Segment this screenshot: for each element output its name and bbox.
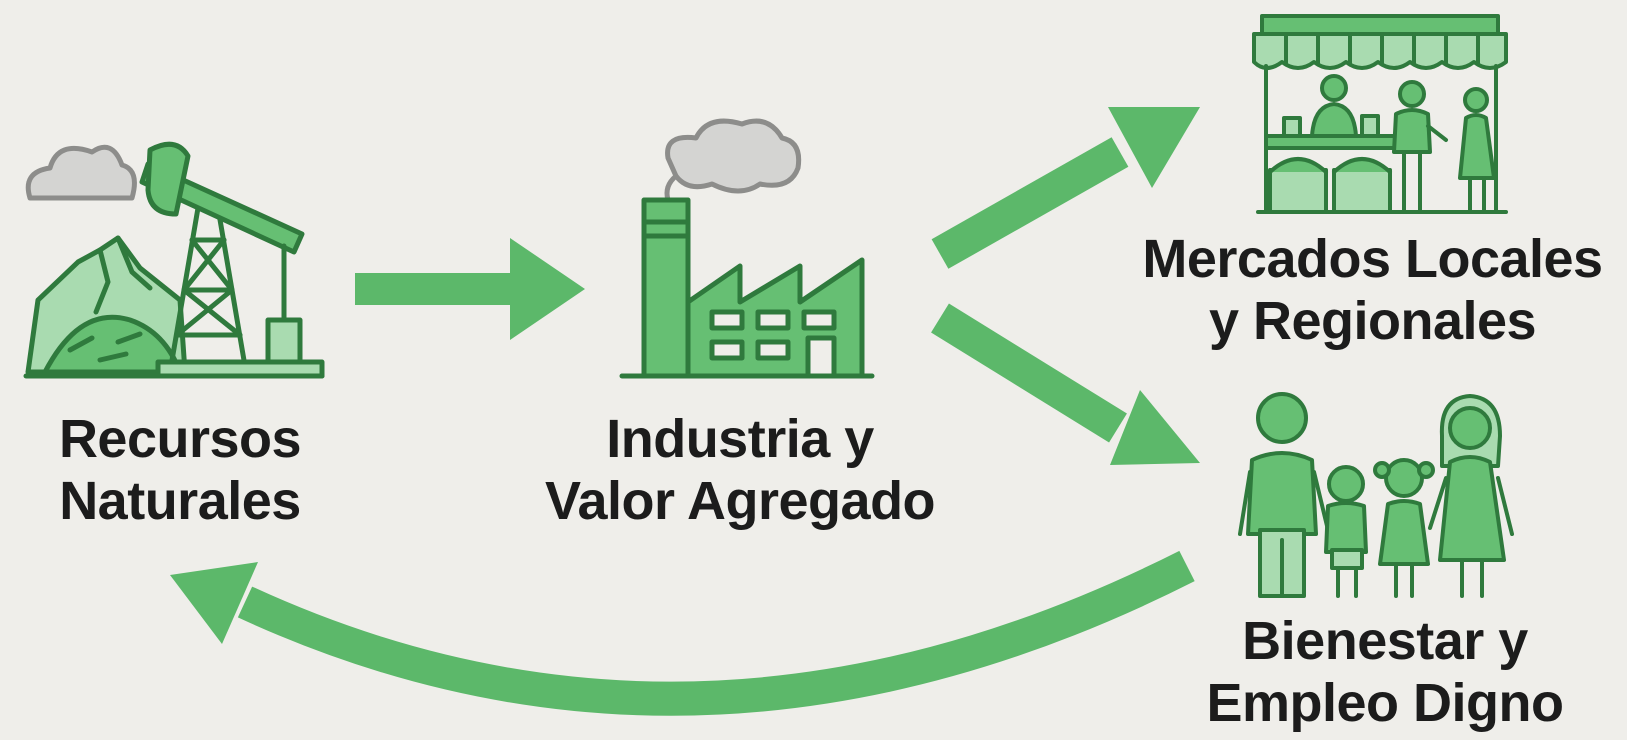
node-label-line: Bienestar y (1242, 611, 1528, 671)
node-label-recursos-naturales: Recursos Naturales (20, 408, 340, 532)
node-label-line: Empleo Digno (1206, 673, 1565, 733)
node-label-line: Recursos (58, 409, 302, 469)
edge-recursos-to-industria (355, 238, 585, 340)
edge-industria-to-mercados (931, 107, 1200, 269)
factory-icon (619, 118, 875, 379)
node-label-industria-valor-agregado: Industria y Valor Agregado (520, 408, 960, 532)
node-label-line: Industria y (606, 409, 874, 469)
family-icon (1238, 392, 1514, 598)
node-label-line: Valor Agregado (544, 471, 936, 531)
market-stall-icon (1252, 14, 1508, 214)
node-label-line: y Regionales (1208, 291, 1537, 351)
node-label-line: Naturales (59, 471, 301, 531)
edge-industria-to-bienestar (931, 303, 1200, 465)
edge-bienestar-to-recursos (170, 550, 1195, 716)
node-label-mercados-locales: Mercados Locales y Regionales (1120, 228, 1625, 352)
oil-pump-mountain-icon (23, 141, 325, 379)
node-label-bienestar-empleo: Bienestar y Empleo Digno (1160, 610, 1610, 734)
node-label-line: Mercados Locales (1142, 229, 1603, 289)
